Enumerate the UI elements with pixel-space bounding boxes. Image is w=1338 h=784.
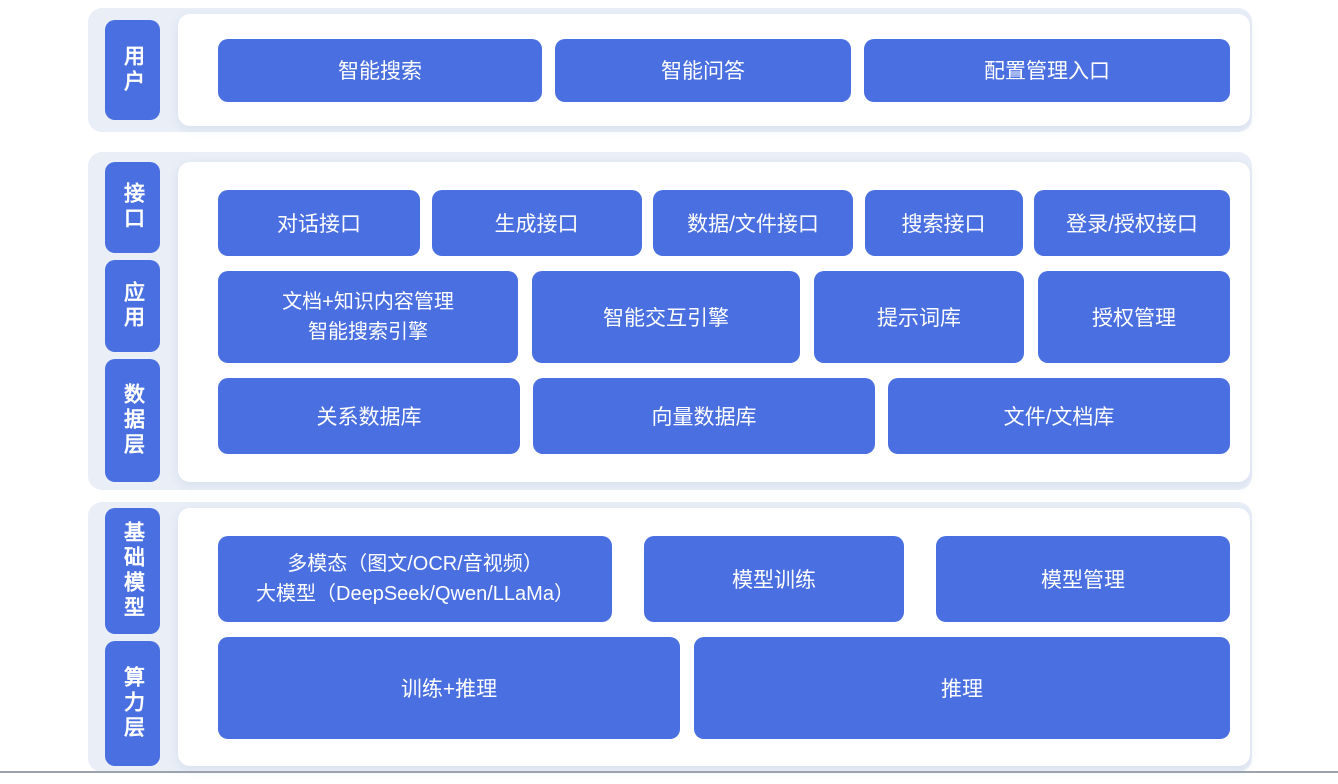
block-login-auth-api: 登录/授权接口 — [1034, 190, 1230, 256]
block-relational-db: 关系数据库 — [218, 378, 520, 454]
block-config-management-entry: 配置管理入口 — [864, 38, 1230, 102]
block-prompt-library: 提示词库 — [814, 271, 1024, 363]
block-smart-qa: 智能问答 — [555, 38, 851, 102]
block-dialog-api: 对话接口 — [218, 190, 420, 256]
block-label-line-1: 多模态（图文/OCR/音视频） — [287, 552, 543, 575]
block-inference: 推理 — [694, 636, 1230, 739]
block-multimodal-llm: 多模态（图文/OCR/音视频） 大模型（DeepSeek/Qwen/LLaMa） — [218, 535, 612, 622]
foundation-model-row: 多模态（图文/OCR/音视频） 大模型（DeepSeek/Qwen/LLaMa）… — [218, 535, 1230, 622]
block-file-doc-db: 文件/文档库 — [888, 378, 1230, 454]
block-doc-knowledge-search-engine: 文档+知识内容管理 智能搜索引擎 — [218, 271, 518, 363]
layer-badge-interface: 接口 — [105, 162, 160, 253]
block-label-line-2: 智能搜索引擎 — [308, 321, 428, 343]
foundation-layer-section: 基础模型 算力层 多模态（图文/OCR/音视频） 大模型（DeepSeek/Qw… — [88, 502, 1252, 772]
block-generate-api: 生成接口 — [431, 190, 642, 256]
user-layer-row: 智能搜索 智能问答 配置管理入口 — [218, 38, 1230, 102]
block-label-line-1: 文档+知识内容管理 — [282, 291, 454, 313]
layer-badge-user: 用户 — [105, 20, 160, 120]
foundation-layer-panel: 多模态（图文/OCR/音视频） 大模型（DeepSeek/Qwen/LLaMa）… — [178, 508, 1250, 766]
block-interactive-engine: 智能交互引擎 — [532, 271, 800, 363]
user-layer-badge-column: 用户 — [105, 14, 160, 126]
middle-layer-badge-column: 接口 应用 数据层 — [105, 162, 160, 482]
block-smart-search: 智能搜索 — [218, 38, 542, 102]
compute-layer-row: 训练+推理 推理 — [218, 636, 1230, 739]
block-data-file-api: 数据/文件接口 — [653, 190, 853, 256]
data-layer-row: 关系数据库 向量数据库 文件/文档库 — [218, 378, 1230, 454]
user-layer-panel: 智能搜索 智能问答 配置管理入口 — [178, 14, 1250, 126]
layer-badge-application: 应用 — [105, 259, 160, 353]
block-auth-management: 授权管理 — [1038, 271, 1230, 363]
bottom-divider-line — [0, 771, 1338, 773]
block-model-management: 模型管理 — [936, 535, 1230, 622]
interface-layer-row: 对话接口 生成接口 数据/文件接口 搜索接口 登录/授权接口 — [218, 190, 1230, 256]
middle-layer-panel: 对话接口 生成接口 数据/文件接口 搜索接口 登录/授权接口 文档+知识内容管理… — [178, 162, 1250, 482]
block-training-inference: 训练+推理 — [218, 636, 680, 739]
block-model-training: 模型训练 — [644, 535, 904, 622]
layer-badge-compute: 算力层 — [105, 640, 160, 766]
block-label-line-2: 大模型（DeepSeek/Qwen/LLaMa） — [256, 582, 574, 605]
middle-layer-section: 接口 应用 数据层 对话接口 生成接口 数据/文件接口 搜索接口 登录/授权接口… — [88, 152, 1252, 490]
application-layer-row: 文档+知识内容管理 智能搜索引擎 智能交互引擎 提示词库 授权管理 — [218, 271, 1230, 363]
block-search-api: 搜索接口 — [864, 190, 1023, 256]
user-layer-section: 用户 智能搜索 智能问答 配置管理入口 — [88, 8, 1252, 132]
layer-badge-foundation-model: 基础模型 — [105, 508, 160, 634]
layer-badge-data: 数据层 — [105, 359, 160, 482]
block-vector-db: 向量数据库 — [533, 378, 875, 454]
foundation-layer-badge-column: 基础模型 算力层 — [105, 508, 160, 766]
